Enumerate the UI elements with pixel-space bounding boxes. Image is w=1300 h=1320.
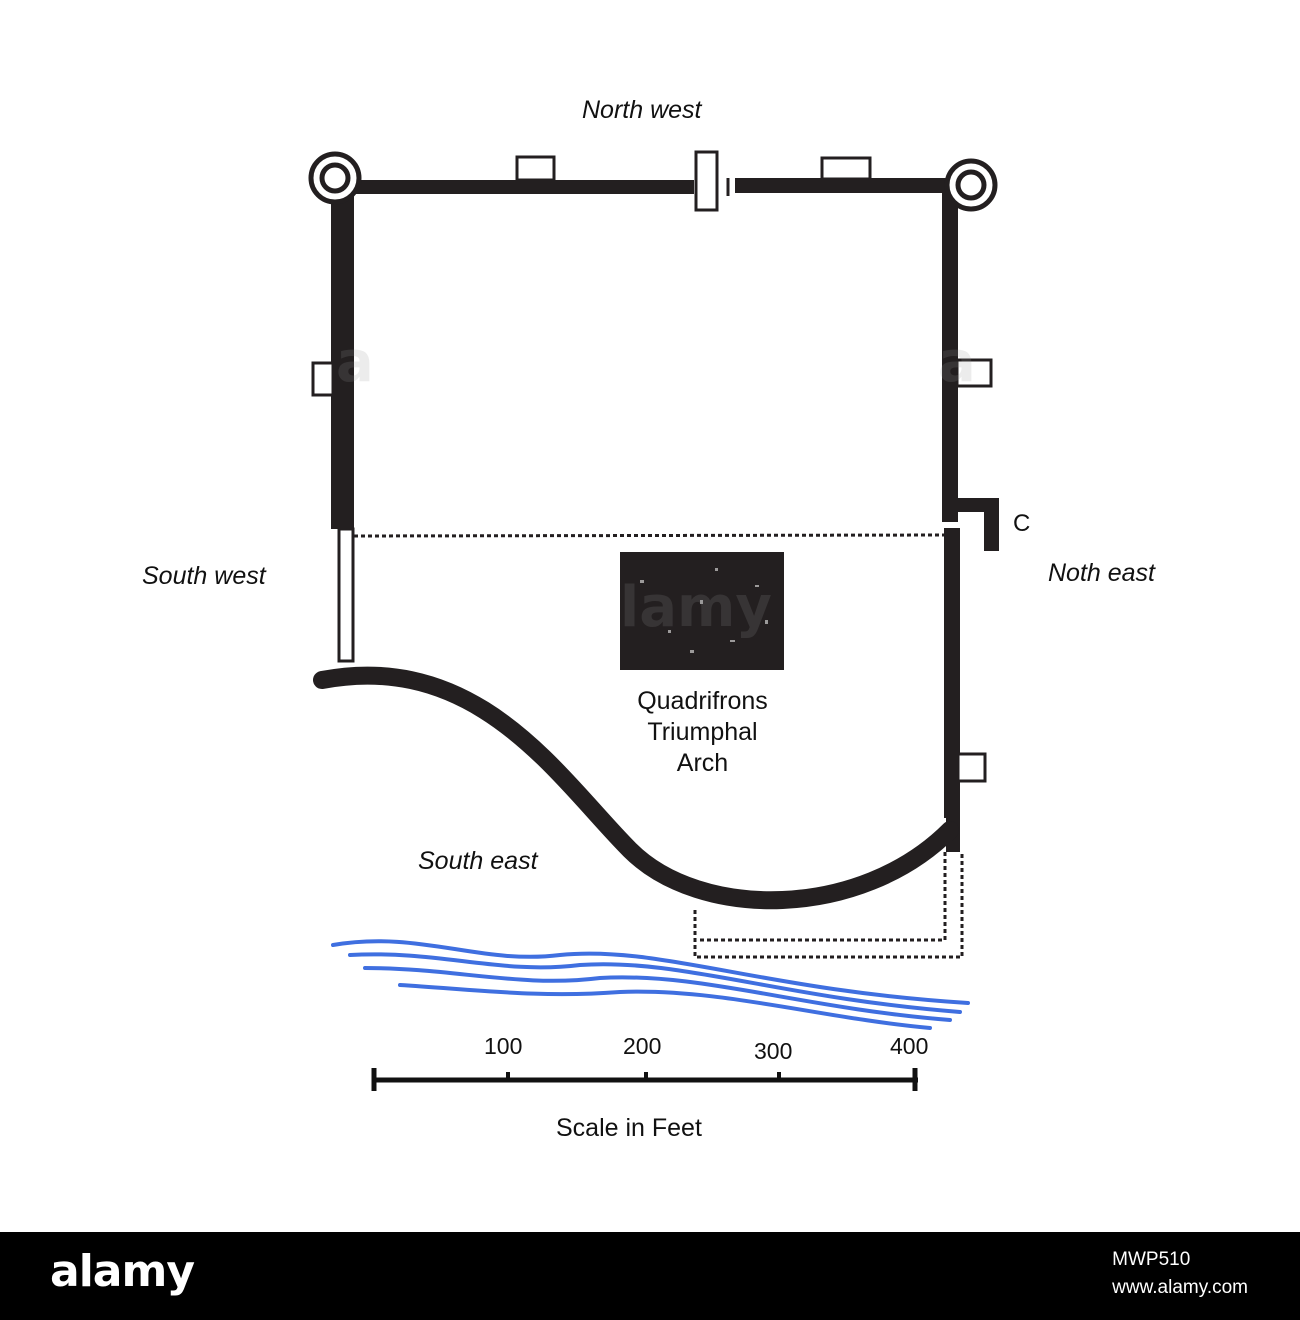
arch-line-3: Arch [676,749,729,777]
scale-tick-100: 100 [484,1033,523,1059]
label-north-east: Noth east [1048,559,1156,587]
dotted-division-line [353,533,945,538]
arch-line-2: Triumphal [647,718,758,746]
east-wall-lower [944,528,960,818]
label-quadrifrons-arch: Quadrifrons Triumphal Arch [600,686,805,779]
east-tower-2 [956,752,987,783]
west-tower [311,361,335,397]
label-gate-c: C [1013,510,1031,537]
arch-line-1: Quadrifrons [637,687,768,715]
brand-logo: alamy [50,1246,195,1297]
north-gate [694,150,719,212]
scale-tick-200: 200 [623,1033,662,1059]
label-south-east: South east [418,847,538,875]
scale-bar [371,1068,918,1091]
north-wall [342,178,948,194]
stock-info: MWP510 www.alamy.com [1112,1246,1248,1302]
label-north-west: North west [582,96,702,124]
watermark-footer-bar: alamy MWP510 www.alamy.com [0,1232,1300,1320]
south-east-curved-wall [313,666,959,910]
river [331,939,970,1030]
north-tower-2 [820,156,872,181]
quadrifrons-arch-block [620,552,784,670]
corner-tower-northeast [944,158,998,212]
image-id: MWP510 [1112,1249,1191,1270]
scale-tick-400: 400 [890,1033,929,1059]
label-south-west: South west [142,562,266,590]
east-wall [942,192,958,522]
scale-tick-300: 300 [754,1038,793,1064]
corner-tower-northwest [308,151,362,205]
west-wall [331,192,354,529]
scale-caption: Scale in Feet [556,1114,702,1142]
north-tower-1 [515,155,556,182]
east-tower-1 [955,358,993,388]
fortress-plan [308,150,999,1091]
dotted-outwork [693,852,964,959]
site-url: www.alamy.com [1112,1277,1248,1298]
west-wall-lower [337,527,355,663]
